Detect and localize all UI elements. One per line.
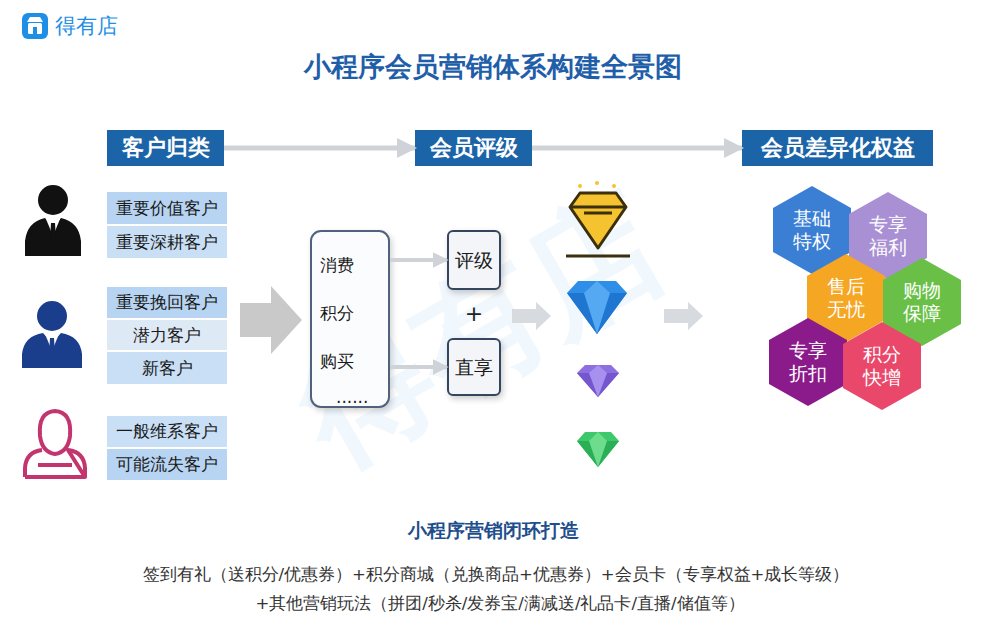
- flow-connector: [390, 365, 447, 369]
- flow-connector: [390, 258, 447, 262]
- diagram-title: 小程序会员营销体系构建全景图: [0, 49, 986, 85]
- section-header: 会员评级: [415, 130, 532, 166]
- customer-tag: 潜力客户: [107, 320, 227, 350]
- flow-arrow: [512, 302, 551, 330]
- node-text: 购买: [320, 351, 354, 371]
- node-text: 评级: [455, 249, 493, 272]
- benefit-hexagon: 专享 折扣: [769, 318, 847, 406]
- gold-diamond-icon: [566, 181, 630, 256]
- customer-tag: 重要深耕客户: [107, 226, 227, 258]
- flow-arrow: [664, 302, 703, 330]
- node-text: 积分: [320, 303, 354, 323]
- node-text: 专享 折扣: [785, 339, 831, 385]
- customer-tag: 一般维系客户: [107, 416, 227, 447]
- label-text: +其他营销玩法（拼团/秒杀/发券宝/满减送/礼品卡/直播/储值等）: [255, 594, 744, 614]
- label-text: +: [465, 301, 483, 327]
- customer-tag: 新客户: [107, 352, 227, 384]
- tier-box: 直享: [447, 338, 501, 396]
- node-text: 一般维系客户: [116, 421, 218, 441]
- node-text: 重要挽回客户: [116, 292, 218, 312]
- node-text: ......: [336, 387, 368, 407]
- customer-tag: 可能流失客户: [107, 449, 227, 480]
- benefit-hexagon: 积分 快增: [843, 322, 921, 410]
- flow-connector: [224, 146, 415, 151]
- node-text: 直享: [455, 356, 493, 379]
- hexagon-outline: [769, 318, 847, 406]
- node-text: 会员差异化权益: [761, 135, 915, 161]
- blue-diamond-icon: [567, 281, 627, 334]
- tier-box: 评级: [447, 230, 501, 290]
- node-text: 新客户: [142, 358, 193, 378]
- label-text: 小程序营销闭环打造: [408, 519, 579, 542]
- label-text: 得有店: [55, 14, 118, 39]
- hexagon-outline: [843, 322, 921, 410]
- node-text: 会员评级: [430, 135, 518, 161]
- node-text: 重要价值客户: [116, 198, 218, 218]
- flow-arrow: [240, 286, 302, 354]
- person-icon: [22, 301, 82, 368]
- customer-tag: 重要挽回客户: [107, 287, 227, 318]
- green-diamond-icon: [577, 432, 619, 467]
- node-text: 潜力客户: [133, 325, 201, 345]
- person-icon: [25, 185, 81, 256]
- section-header: 会员差异化权益: [742, 130, 933, 166]
- node-text: 消费: [320, 255, 354, 275]
- logo-icon: [22, 13, 48, 39]
- node-text: 客户归类: [122, 135, 210, 161]
- node-text: 售后 无忧: [823, 275, 869, 321]
- node-text: 基础 特权: [789, 207, 835, 253]
- metric-panel: 消费积分购买......: [310, 230, 390, 408]
- purple-diamond-icon: [577, 365, 619, 397]
- label-text: 签到有礼（送积分/优惠券）+积分商城（兑换商品+优惠券）+会员卡（专享权益+成长…: [143, 565, 850, 585]
- customer-tag: 重要价值客户: [107, 192, 227, 224]
- node-text: 专享 福利: [865, 213, 911, 259]
- section-header: 客户归类: [107, 130, 224, 166]
- node-text: 重要深耕客户: [116, 232, 218, 252]
- node-text: 可能流失客户: [116, 454, 218, 474]
- node-text: 购物 保障: [899, 279, 945, 325]
- flow-connector: [532, 146, 742, 151]
- node-text: 积分 快增: [859, 343, 905, 389]
- person-icon: [25, 411, 85, 477]
